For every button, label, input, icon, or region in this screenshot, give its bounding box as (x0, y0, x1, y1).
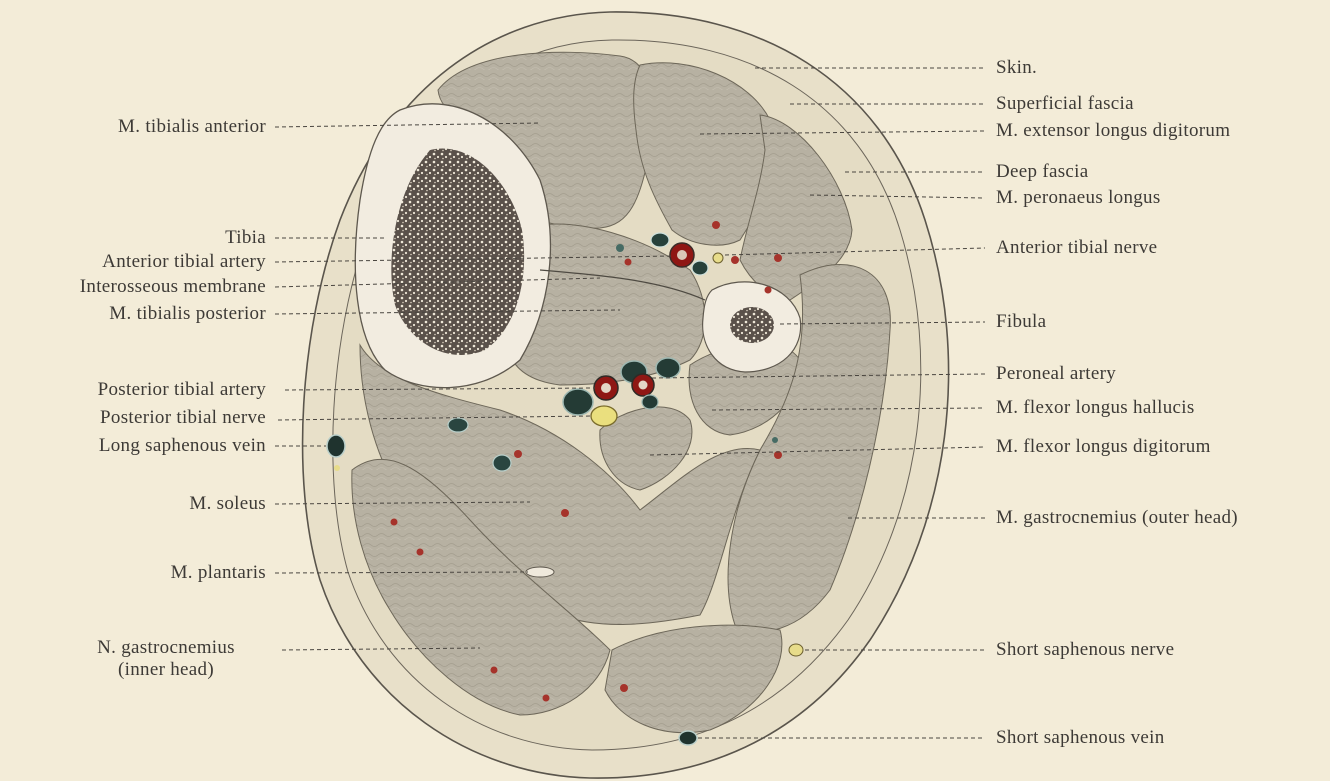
label-short-saphenous-vein: Short saphenous vein (996, 727, 1165, 749)
small-vessel-flexor (772, 437, 778, 443)
small-vein-soleus-2 (493, 455, 511, 471)
peroneal-vein (656, 358, 680, 378)
label-posterior-tibial-artery: Posterior tibial artery (98, 379, 266, 401)
label-peronaeus-longus: M. peronaeus longus (996, 187, 1161, 209)
long-saphenous-vein (327, 435, 345, 457)
label-interosseous-membrane: Interosseous membrane (80, 276, 266, 298)
label-gastrocnemius-inner-sub: (inner head) (76, 659, 256, 681)
label-tibia: Tibia (225, 227, 266, 249)
label-flexor-longus-digitorum: M. flexor longus digitorum (996, 436, 1211, 458)
label-posterior-tibial-nerve: Posterior tibial nerve (100, 407, 266, 429)
small-artery-gastro-3 (491, 667, 498, 674)
anterior-tibial-nerve (713, 253, 723, 263)
peroneal-artery-lumen (639, 381, 648, 390)
small-vessel-1 (712, 221, 720, 229)
small-vessel-5 (616, 244, 624, 252)
fibula-marrow (730, 307, 774, 343)
label-long-saphenous-vein: Long saphenous vein (99, 435, 266, 457)
small-artery-soleus (514, 450, 522, 458)
anterior-tibial-artery-lumen (677, 250, 687, 260)
label-flexor-longus-hallucis: M. flexor longus hallucis (996, 397, 1195, 419)
posterior-tibial-vein-1 (563, 389, 593, 415)
label-deep-fascia: Deep fascia (996, 161, 1088, 183)
label-gastrocnemius-outer: M. gastrocnemius (outer head) (996, 507, 1238, 529)
small-artery-gastro-2 (417, 549, 424, 556)
small-vein-soleus (448, 418, 468, 432)
label-extensor-longus-digitorum: M. extensor longus digitorum (996, 120, 1230, 142)
small-artery-gastro-5 (620, 684, 628, 692)
peroneal-vein-2 (642, 395, 658, 409)
small-artery-gastro-1 (391, 519, 398, 526)
label-tibialis-posterior: M. tibialis posterior (109, 303, 266, 325)
label-gastrocnemius-inner: N. gastrocnemius (76, 637, 256, 659)
label-short-saphenous-nerve: Short saphenous nerve (996, 639, 1174, 661)
label-anterior-tibial-nerve: Anterior tibial nerve (996, 237, 1157, 259)
small-vessel-6 (731, 256, 739, 264)
small-artery-gastro-4 (543, 695, 550, 702)
label-peroneal-artery: Peroneal artery (996, 363, 1116, 385)
plantaris-tendon (526, 567, 554, 577)
short-saphenous-nerve (789, 644, 803, 656)
label-superficial-fascia: Superficial fascia (996, 93, 1134, 115)
label-anterior-tibial-artery: Anterior tibial artery (102, 251, 266, 273)
posterior-tibial-nerve (591, 406, 617, 426)
label-tibialis-anterior: M. tibialis anterior (118, 116, 266, 138)
small-vessel-2 (774, 254, 782, 262)
small-vessel-3 (765, 287, 772, 294)
anterior-tibial-vein-2 (692, 261, 708, 275)
label-soleus: M. soleus (189, 493, 266, 515)
label-fibula: Fibula (996, 311, 1046, 333)
short-saphenous-vein (679, 731, 697, 745)
posterior-tibial-artery-lumen (601, 383, 611, 393)
label-skin: Skin. (996, 57, 1037, 79)
small-vessel-4 (625, 259, 632, 266)
long-saphenous-nerve (334, 465, 340, 471)
label-plantaris: M. plantaris (171, 562, 266, 584)
small-artery-soleus-2 (561, 509, 569, 517)
anterior-tibial-vein (651, 233, 669, 247)
